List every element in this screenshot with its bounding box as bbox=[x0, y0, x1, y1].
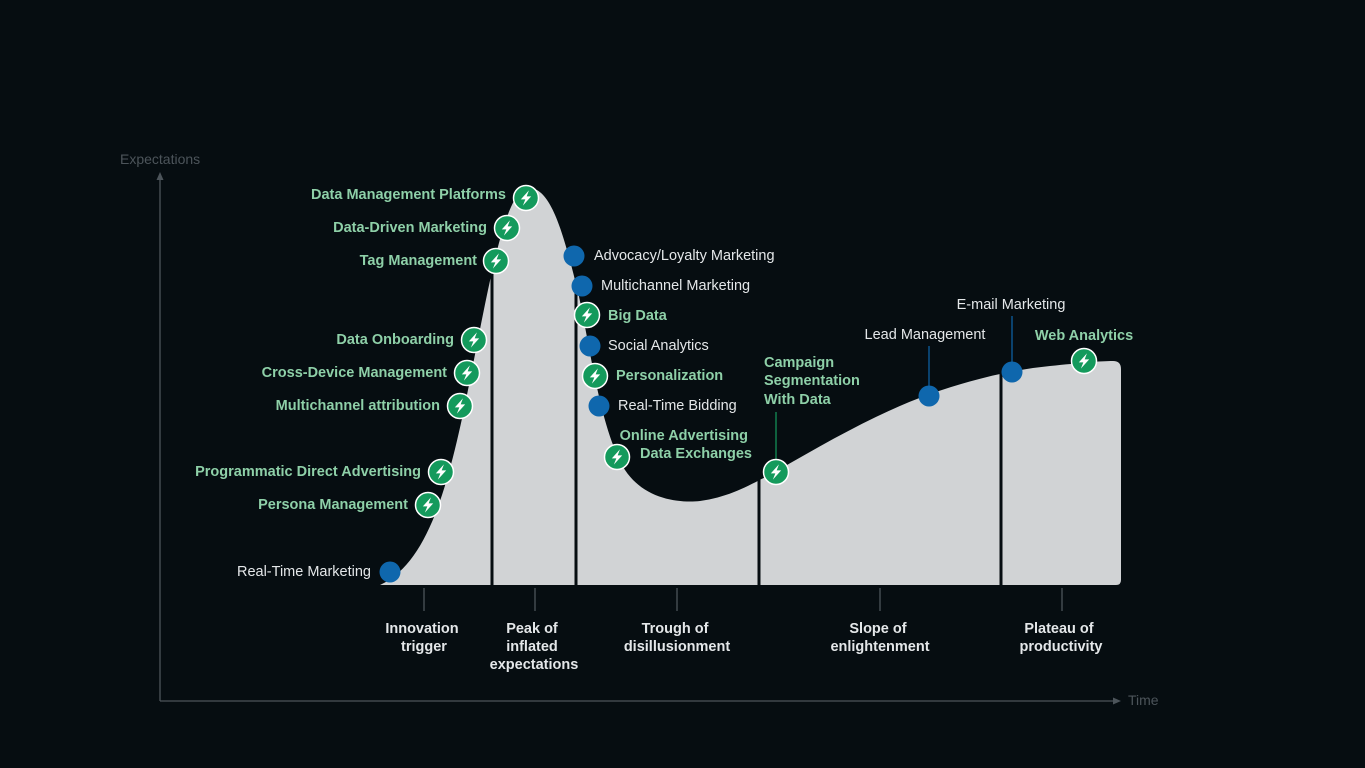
tech-label: Campaign Segmentation With Data bbox=[764, 355, 864, 408]
tech-label: E-mail Marketing bbox=[957, 297, 1066, 313]
tech-data-onboarding: Data Onboarding bbox=[336, 326, 488, 354]
tech-multichannel-attribution: Multichannel attribution bbox=[276, 392, 474, 420]
blue-marker bbox=[579, 335, 601, 357]
tech-advocacy-loyalty-marketing: Advocacy/Loyalty Marketing bbox=[563, 245, 775, 267]
phase-label-innovation: Innovation trigger bbox=[385, 621, 462, 655]
axes: Expectations Time bbox=[120, 151, 1159, 708]
tech-label: Advocacy/Loyalty Marketing bbox=[594, 248, 775, 264]
tech-real-time-bidding: Real-Time Bidding bbox=[588, 395, 737, 417]
tech-label: Online Advertising Data Exchanges bbox=[620, 428, 752, 462]
tech-programmatic-direct-advertising: Programmatic Direct Advertising bbox=[195, 458, 455, 486]
tech-tag-management: Tag Management bbox=[360, 247, 510, 275]
hype-curve-area bbox=[380, 187, 1121, 585]
leader-lines bbox=[775, 316, 1013, 462]
blue-marker bbox=[571, 275, 593, 297]
tech-label: Cross-Device Management bbox=[262, 365, 448, 381]
phase-label-peak: Peak of inflated expectations bbox=[490, 621, 579, 673]
tech-online-advertising-data-exchanges: Online Advertising Data Exchanges bbox=[603, 428, 752, 471]
tech-big-data: Big Data bbox=[573, 301, 668, 329]
tech-label: Data Management Platforms bbox=[311, 187, 506, 203]
tech-lead-management: Lead Management bbox=[865, 327, 986, 407]
tech-label: Real-Time Bidding bbox=[618, 398, 737, 414]
phase-ticks bbox=[423, 588, 1063, 611]
x-axis-label: Time bbox=[1128, 692, 1159, 708]
y-axis-label: Expectations bbox=[120, 151, 200, 167]
phase-labels: Innovation trigger Peak of inflated expe… bbox=[385, 621, 1102, 673]
tech-persona-management: Persona Management bbox=[258, 491, 442, 519]
blue-marker bbox=[379, 561, 401, 583]
phase-label-trough: Trough of disillusionment bbox=[624, 621, 731, 655]
tech-label: Web Analytics bbox=[1035, 328, 1133, 344]
tech-label: Tag Management bbox=[360, 253, 478, 269]
tech-email-marketing: E-mail Marketing bbox=[957, 297, 1066, 383]
tech-real-time-marketing: Real-Time Marketing bbox=[237, 561, 401, 583]
blue-marker bbox=[1001, 361, 1023, 383]
blue-marker bbox=[563, 245, 585, 267]
blue-marker bbox=[918, 385, 940, 407]
tech-personalization: Personalization bbox=[581, 362, 723, 390]
tech-data-management-platforms: Data Management Platforms bbox=[311, 184, 540, 212]
tech-label: Real-Time Marketing bbox=[237, 564, 371, 580]
tech-label: Data-Driven Marketing bbox=[333, 220, 487, 236]
phase-label-slope: Slope of enlightenment bbox=[830, 621, 929, 655]
tech-social-analytics: Social Analytics bbox=[579, 335, 709, 357]
tech-label: Big Data bbox=[608, 308, 668, 324]
tech-label: Multichannel Marketing bbox=[601, 278, 750, 294]
y-axis-arrow bbox=[156, 172, 164, 180]
tech-cross-device-management: Cross-Device Management bbox=[262, 359, 481, 387]
tech-label: Persona Management bbox=[258, 497, 408, 513]
tech-campaign-segmentation-with-data: Campaign Segmentation With Data bbox=[762, 355, 864, 486]
tech-label: Programmatic Direct Advertising bbox=[195, 464, 421, 480]
tech-label: Data Onboarding bbox=[336, 332, 454, 348]
tech-label: Social Analytics bbox=[608, 338, 709, 354]
tech-label: Multichannel attribution bbox=[276, 398, 440, 414]
tech-label: Personalization bbox=[616, 368, 723, 384]
tech-data-driven-marketing: Data-Driven Marketing bbox=[333, 214, 521, 242]
blue-marker bbox=[588, 395, 610, 417]
phase-label-plateau: Plateau of productivity bbox=[1020, 621, 1103, 655]
x-axis-arrow bbox=[1113, 697, 1121, 705]
tech-multichannel-marketing: Multichannel Marketing bbox=[571, 275, 750, 297]
phase-dividers bbox=[490, 230, 1003, 585]
tech-web-analytics: Web Analytics bbox=[1035, 328, 1133, 375]
tech-label: Lead Management bbox=[865, 327, 986, 343]
